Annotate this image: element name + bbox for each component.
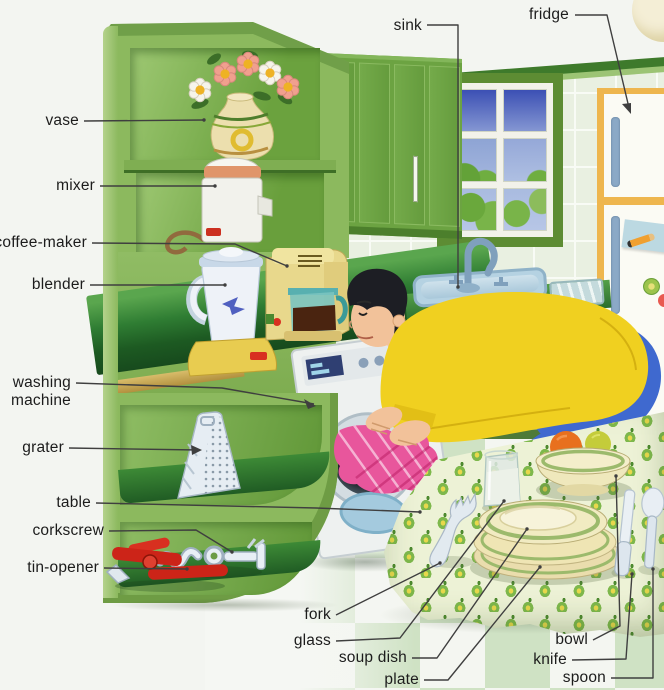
hutch-shelf-mixer (136, 173, 324, 253)
label-blender: blender (31, 276, 85, 294)
base-cabinet (420, 316, 606, 439)
label-washing-machine: washing machine (11, 374, 71, 409)
label-corkscrew: corkscrew (32, 522, 104, 540)
ceiling-lamp (632, 0, 664, 42)
hutch-shelf-board (124, 160, 336, 173)
label-mixer: mixer (56, 177, 95, 195)
washer-knob (373, 355, 386, 367)
hutch-floor-shadow (110, 598, 340, 612)
cabinet-handle (535, 377, 539, 415)
label-spoon: spoon (562, 669, 606, 687)
freezer-handle (611, 117, 620, 187)
label-vase: vase (45, 112, 79, 130)
cabinet-door (359, 62, 390, 224)
label-fork: fork (304, 606, 331, 624)
fridge (597, 88, 664, 437)
hutch-side-panel (103, 26, 118, 598)
fridge-door-divider (604, 197, 664, 205)
label-bowl: bowl (555, 631, 588, 649)
window-pane (503, 138, 547, 182)
label-fridge: fridge (529, 6, 569, 24)
window-pane (503, 89, 547, 133)
label-sink: sink (393, 17, 422, 35)
washer-display (305, 354, 344, 380)
washer-door-opening (328, 420, 408, 500)
washer-knob (357, 357, 370, 369)
cabinet-handle (413, 155, 418, 203)
label-plate: plate (384, 671, 419, 689)
window-pane (503, 187, 547, 231)
label-tin-opener: tin-opener (27, 559, 99, 577)
fridge-handle (611, 216, 620, 314)
label-coffee-maker: coffee-maker (0, 234, 87, 252)
label-soup-dish: soup dish (338, 649, 407, 667)
label-grater: grater (22, 439, 64, 457)
swirl-magnet (643, 278, 660, 295)
cabinet-door (551, 361, 597, 431)
label-glass: glass (293, 632, 331, 650)
hutch-shelf-vase (130, 48, 320, 160)
cabinet-door (504, 361, 549, 431)
cabinet-door (394, 64, 425, 226)
red-magnet (658, 294, 664, 307)
cabinet-drawer (502, 326, 600, 356)
cabinet-handle (561, 377, 565, 415)
window-panes (453, 89, 547, 231)
sink-basin-inner (420, 274, 540, 300)
label-knife: knife (533, 651, 567, 669)
washer-control-panel (301, 339, 425, 387)
cabinet-door (429, 65, 460, 227)
drainboard (549, 278, 605, 308)
label-table: table (56, 494, 91, 512)
